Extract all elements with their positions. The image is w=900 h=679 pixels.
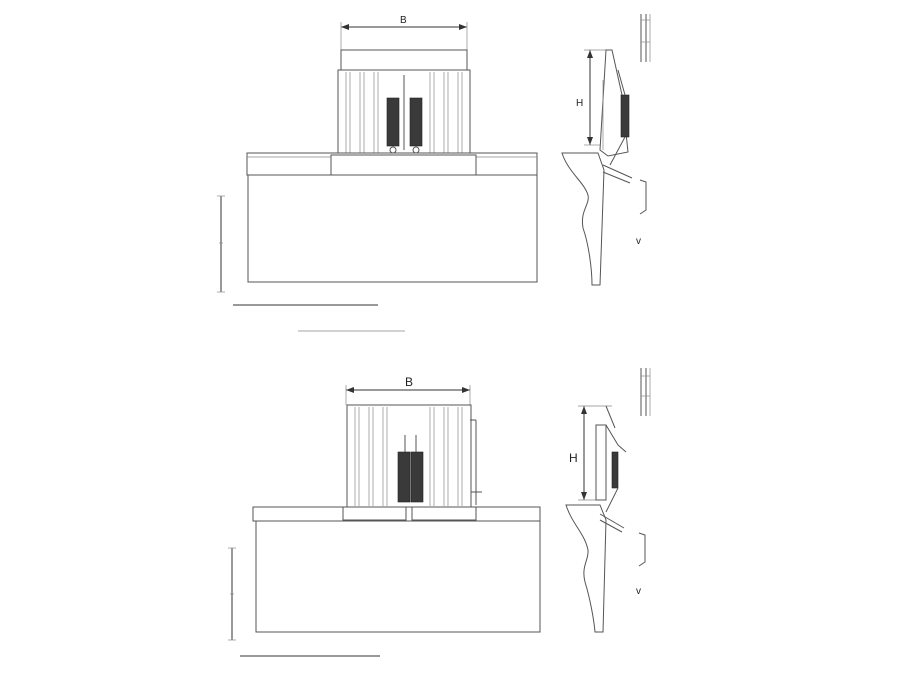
bottom-side-rail [640,368,651,416]
top-side-rail [640,14,651,62]
top-width-dimension: B [340,15,468,50]
top-side-spring [620,94,630,138]
top-dock-wall [247,174,538,283]
bottom-side-spring [611,451,619,489]
bottom-side-bracket [638,532,646,567]
bottom-right-spring [410,451,424,503]
bottom-front-view: B [228,375,541,657]
top-side-bracket [639,179,647,215]
bottom-width-dimension: B [345,375,471,405]
top-side-hinge-arm [602,164,633,179]
top-right-spring [409,97,423,147]
top-height-label: H [576,98,583,109]
bottom-ramp-ribs [354,407,463,506]
top-side-dock-profile [561,152,605,286]
bottom-side-ramp [595,424,607,501]
top-side-vertical-mark: v [636,236,641,247]
bottom-width-label: B [405,375,413,389]
bottom-side-hinge-arm [599,513,625,529]
bottom-dock-wall [255,520,541,633]
top-ramp-ribs [345,72,463,154]
bottom-height-label: H [569,451,578,465]
bottom-side-view: H v [565,368,651,633]
top-lip-plate [340,49,468,71]
top-front-view: B [217,15,538,332]
bottom-side-dock-profile [565,504,607,633]
bottom-side-vertical-mark: v [636,586,641,597]
top-left-spring [386,97,400,147]
top-side-view: H v [561,14,651,286]
top-width-label: B [400,15,407,26]
bottom-left-spring [397,451,411,503]
